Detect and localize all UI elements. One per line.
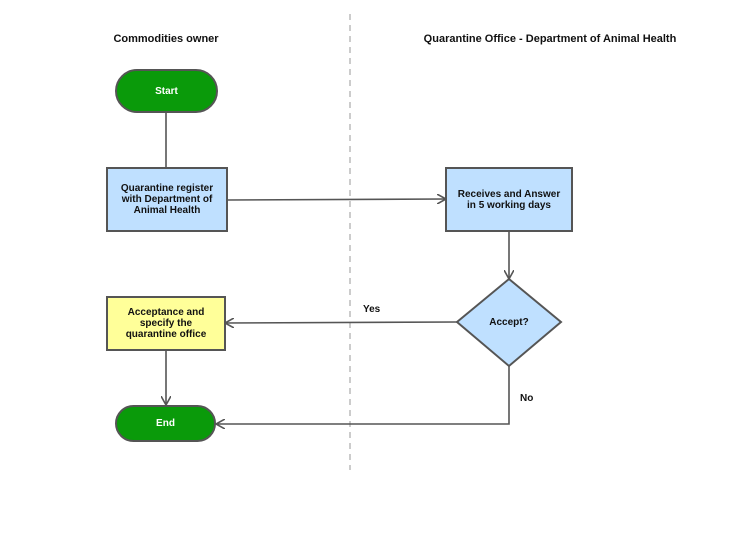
quarantine-register-label: Quarantine register with Department of A… (120, 183, 214, 216)
edge-label-no: No (520, 393, 534, 404)
edge-accept-no (217, 366, 510, 424)
lane-title-quarantine-office: Quarantine Office - Department of Animal… (423, 33, 677, 45)
quarantine-register-box: Quarantine register with Department of A… (106, 167, 228, 232)
accept-decision-label: Accept? (489, 316, 529, 328)
receives-answer-label: Receives and Answer in 5 working days (457, 188, 561, 211)
end-node: End (115, 405, 216, 442)
acceptance-label: Acceptance and specify the quarantine of… (125, 307, 207, 340)
decision-diamond (455, 277, 563, 368)
lane-title-commodities-owner: Commodities owner (113, 33, 219, 45)
edge-accept-yes (226, 322, 458, 323)
start-label: Start (155, 85, 178, 97)
acceptance-box: Acceptance and specify the quarantine of… (106, 296, 226, 351)
edge-label-yes: Yes (363, 304, 381, 315)
receives-answer-box: Receives and Answer in 5 working days (445, 167, 573, 232)
end-label: End (156, 418, 175, 429)
edge-register-to-receives (227, 199, 445, 200)
start-node: Start (115, 69, 218, 113)
